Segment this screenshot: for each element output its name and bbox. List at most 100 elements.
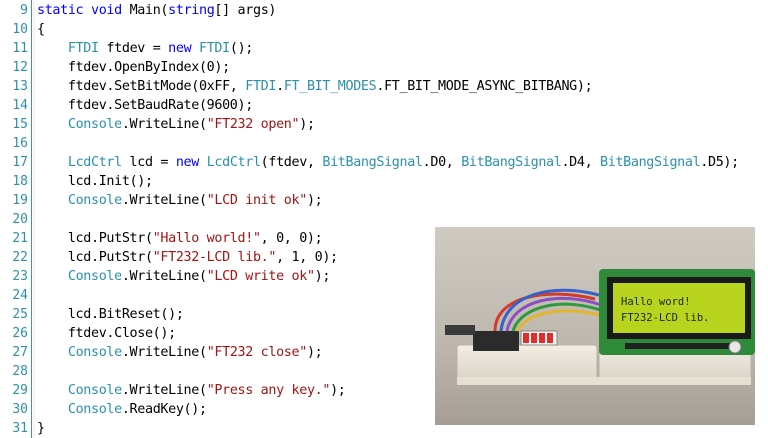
code-token: (); (229, 41, 253, 56)
code-token: .WriteLine( (121, 117, 207, 132)
code-line[interactable]: Console.WriteLine("FT232 open"); (37, 115, 315, 134)
line-number: 16 (12, 136, 28, 151)
code-token: ); (314, 269, 331, 284)
code-line[interactable]: ftdev.SetBitMode(0xFF, FTDI.FT_BIT_MODES… (37, 77, 593, 96)
code-token: LcdCtrl (206, 155, 261, 170)
code-token: Console (67, 269, 122, 284)
line-number: 11 (12, 41, 28, 56)
code-token: string (168, 3, 215, 18)
code-token: .WriteLine( (121, 269, 207, 284)
code-token: FTDI (199, 41, 230, 56)
code-line[interactable]: } (37, 419, 45, 438)
code-token: .FT_BIT_MODE_ASYNC_BITBANG); (376, 79, 593, 94)
line-number: 12 (12, 60, 28, 75)
lcd-screen (613, 283, 745, 333)
code-token: ftdev.Close(); (37, 326, 176, 341)
potentiometer (728, 340, 742, 354)
code-token: BitBangSignal (322, 155, 423, 170)
code-line[interactable]: LcdCtrl lcd = new LcdCtrl(ftdev, BitBang… (37, 153, 739, 172)
code-token: Console (67, 402, 122, 417)
code-line[interactable]: Console.WriteLine("LCD init ok"); (37, 191, 323, 210)
line-number: 28 (12, 364, 28, 379)
code-token: new (168, 41, 192, 56)
usb-cable (445, 325, 475, 335)
code-token: BitBangSignal (461, 155, 562, 170)
line-number: 15 (12, 117, 28, 132)
code-line[interactable]: Console.WriteLine("LCD write ok"); (37, 267, 331, 286)
breadboard-base (457, 377, 751, 385)
code-line[interactable]: FTDI ftdev = new FTDI(); (37, 39, 253, 58)
code-token: . (276, 79, 284, 94)
code-token: .WriteLine( (121, 345, 207, 360)
code-token: LcdCtrl (67, 155, 122, 170)
code-token: .D0, (422, 155, 462, 170)
photo-illustration: Hallo word! FT232-LCD lib. (435, 227, 755, 425)
code-token: { (37, 22, 45, 37)
code-token: , 1, 0); (276, 250, 338, 265)
line-number: 20 (12, 212, 28, 227)
code-token: "Press any key." (206, 383, 331, 398)
line-number: 18 (12, 174, 28, 189)
code-line[interactable]: lcd.Init(); (37, 172, 153, 191)
wire-green (511, 302, 604, 332)
code-line[interactable]: lcd.PutStr("Hallo world!", 0, 0); (37, 229, 323, 248)
code-token: ftdev.OpenByIndex(0); (37, 60, 230, 75)
code-token: Main( (121, 3, 169, 18)
line-number: 14 (12, 98, 28, 113)
code-token (37, 402, 68, 417)
code-token: ); (306, 193, 323, 208)
wire-yellow (515, 309, 606, 332)
code-token: FT_BIT_MODES (283, 79, 377, 94)
code-token (37, 155, 68, 170)
line-number: 23 (12, 269, 28, 284)
line-number: 27 (12, 345, 28, 360)
code-token: new (175, 155, 199, 170)
code-token: Console (67, 345, 122, 360)
code-line[interactable]: Console.WriteLine("FT232 close"); (37, 343, 323, 362)
code-token: ftdev = (98, 41, 169, 56)
line-number: 17 (12, 155, 28, 170)
code-token: FTDI (67, 41, 99, 56)
code-line[interactable]: ftdev.Close(); (37, 324, 176, 343)
code-line[interactable]: lcd.BitReset(); (37, 305, 184, 324)
line-number: 13 (12, 79, 28, 94)
line-number: 19 (12, 193, 28, 208)
code-line[interactable]: lcd.PutStr("FT232-LCD lib.", 1, 0); (37, 248, 338, 267)
code-token: [] args) (214, 3, 277, 18)
line-number: 30 (12, 402, 28, 417)
line-number: 29 (12, 383, 28, 398)
line-number: 25 (12, 307, 28, 322)
code-token: lcd.BitReset(); (37, 307, 184, 322)
code-line[interactable]: { (37, 20, 45, 39)
code-line[interactable]: Console.WriteLine("Press any key."); (37, 381, 346, 400)
code-token: static (37, 3, 84, 18)
code-token: BitBangSignal (600, 155, 701, 170)
code-line[interactable]: Console.ReadKey(); (37, 400, 207, 419)
code-token: lcd = (121, 155, 176, 170)
line-number: 24 (12, 288, 28, 303)
code-token: } (37, 421, 45, 436)
lcd-breadboard-photo: Hallo word! FT232-LCD lib. (435, 227, 755, 425)
code-token: ); (299, 117, 315, 132)
code-token: ); (306, 345, 323, 360)
line-number: 26 (12, 326, 28, 341)
code-line[interactable]: static void Main(string[] args) (37, 1, 276, 20)
code-token: (ftdev, (260, 155, 323, 170)
code-token: Console (67, 193, 122, 208)
code-token: FTDI (245, 79, 277, 94)
code-line[interactable]: ftdev.SetBaudRate(9600); (37, 96, 253, 115)
code-token: .WriteLine( (121, 193, 207, 208)
code-token: Console (67, 383, 122, 398)
line-number: 22 (12, 250, 28, 265)
line-number: 10 (12, 22, 28, 37)
code-line[interactable]: ftdev.OpenByIndex(0); (37, 58, 230, 77)
code-token (83, 3, 91, 18)
code-token: "Hallo world!" (152, 231, 261, 246)
wire-blue (499, 288, 600, 332)
code-token (37, 117, 68, 132)
outline-margin (33, 0, 35, 438)
code-token: "FT232 close" (206, 345, 308, 360)
line-number: 31 (12, 421, 28, 436)
code-token: .ReadKey(); (121, 402, 207, 417)
